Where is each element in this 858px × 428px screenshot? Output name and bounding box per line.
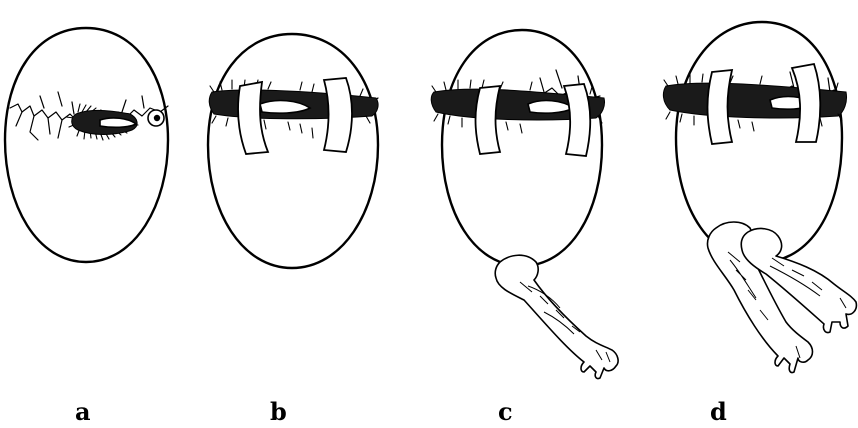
egg-outline bbox=[5, 28, 168, 262]
panel-label-d: d bbox=[710, 397, 727, 426]
band-right bbox=[324, 78, 352, 152]
panel-label-a: a bbox=[75, 397, 91, 426]
band-left bbox=[476, 86, 501, 154]
chick-leg bbox=[495, 255, 618, 378]
egg-outline bbox=[676, 22, 842, 262]
panel-label-c: c bbox=[498, 397, 513, 426]
panel-label-b: b bbox=[270, 397, 287, 426]
panel-d: d bbox=[663, 22, 856, 426]
panel-b: b bbox=[208, 34, 378, 426]
band-left bbox=[708, 70, 733, 144]
panel-a: a bbox=[5, 28, 168, 426]
egg-outline bbox=[208, 34, 378, 268]
panel-c: c bbox=[431, 30, 618, 426]
hatchling-eye bbox=[148, 110, 164, 126]
